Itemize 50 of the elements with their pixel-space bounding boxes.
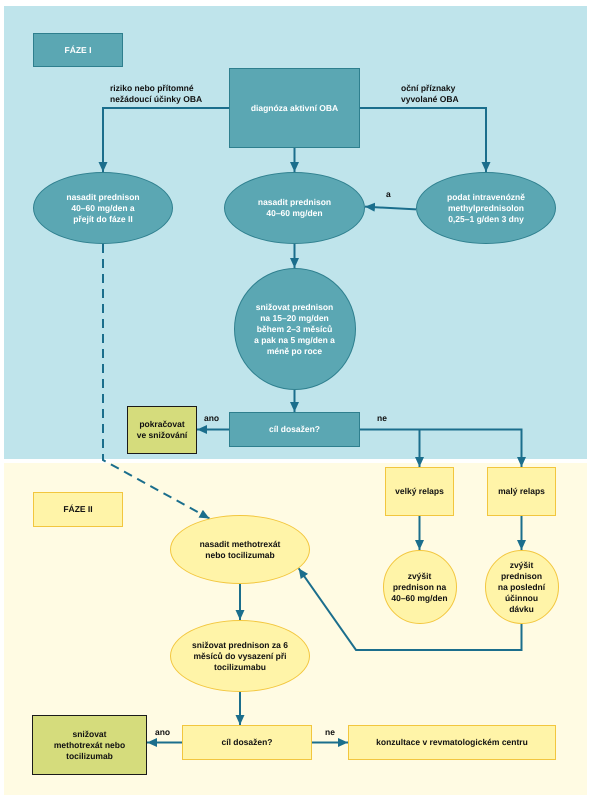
- node-text: velký relaps: [395, 486, 444, 497]
- node-text: cíl dosažen?: [268, 424, 320, 435]
- arrow: [364, 202, 416, 212]
- arrow: [290, 244, 299, 268]
- edge-label: riziko nebo přítomné nežádoucí účinky OBA: [110, 83, 204, 104]
- edge-label: oční příznaky vyvolané OBA: [401, 83, 460, 104]
- arrow: [290, 390, 299, 412]
- node-text: zvýšit prednison na poslední účinnou dávku: [496, 560, 546, 614]
- node-text: cíl dosažen?: [221, 737, 272, 748]
- node-text: podat intravenózně methylprednisolon 0,25–1 g/den 3 dny: [446, 192, 526, 224]
- edge-label: a: [386, 189, 391, 200]
- dashed-arrow: [102, 244, 210, 520]
- process-box: [348, 725, 556, 760]
- process-box: [385, 467, 454, 516]
- node-text: snižovat prednison za 6 měsíců do vysazení při tocilizumabu: [192, 640, 288, 672]
- process-box: [229, 68, 360, 148]
- node-text: FÁZE II: [63, 504, 93, 515]
- outcome-box: [32, 715, 147, 775]
- arrow: [415, 516, 424, 550]
- arrow: [147, 738, 182, 747]
- node-text: nasadit methotrexát nebo tocilizumab: [198, 538, 282, 560]
- edge-label: ne: [377, 413, 387, 424]
- node-text: snižovat prednison na 15–20 mg/den během 2–3 měsíců a pak na 5 mg/den a méně po roce: [254, 302, 335, 356]
- arrow: [236, 692, 244, 725]
- node-text: snižovat methotrexát nebo tocilizumab: [52, 728, 126, 762]
- arrow: [197, 425, 229, 434]
- arrow: [98, 107, 229, 172]
- arrow: [298, 568, 522, 651]
- node-text: zvýšit prednison na 40–60 mg/den: [390, 570, 449, 604]
- decision-box: [182, 725, 312, 760]
- arrow: [360, 107, 490, 172]
- node-text: malý relaps: [498, 486, 545, 497]
- arrow: [290, 148, 299, 172]
- edge-label: ano: [204, 413, 220, 424]
- node-text: nasadit prednison 40–60 mg/den: [256, 197, 332, 219]
- process-box: [487, 467, 556, 516]
- node-text: FÁZE I: [64, 44, 92, 56]
- outcome-box: [127, 406, 197, 454]
- node-text: diagnóza aktivní OBA: [250, 102, 338, 114]
- node-text: nasadit prednison 40–60 mg/den a přejít do fáze II: [65, 192, 141, 224]
- phase-box: [33, 492, 123, 527]
- arrow: [517, 516, 526, 550]
- decision-box: [229, 412, 360, 447]
- arrow: [312, 738, 348, 747]
- node-text: konzultace v revmatologickém centru: [376, 737, 528, 748]
- edge-label: ne: [325, 727, 335, 738]
- edge-label: ano: [155, 727, 170, 738]
- phase-box: [33, 33, 123, 67]
- node-text: pokračovat ve snižování: [136, 419, 188, 441]
- arrow: [236, 584, 244, 620]
